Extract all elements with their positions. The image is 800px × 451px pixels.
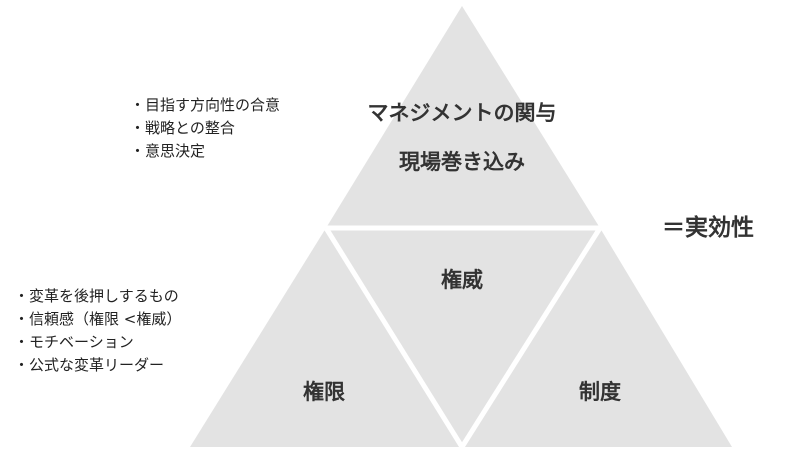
- separator-left-diagonal: [323, 226, 465, 449]
- separator-right-diagonal: [459, 226, 603, 449]
- top-notes-list: ・目指す方向性の合意 ・戦略との整合 ・意思決定: [130, 94, 280, 163]
- top-triangle-label-line2: 現場巻き込み: [399, 150, 525, 174]
- right-triangle-label: 制度: [579, 380, 621, 404]
- left-triangle: [190, 228, 462, 447]
- left-triangle-label: 権限: [303, 380, 345, 404]
- top-triangle: [326, 6, 600, 228]
- triangle-separators: [323, 225, 603, 449]
- bottom-note-item: ・モチベーション: [14, 333, 134, 351]
- right-triangle: [462, 228, 732, 447]
- top-note-item: ・意思決定: [130, 142, 206, 160]
- bottom-notes-list: ・変革を後押しするもの ・信頼感（権限 <権威） ・モチベーション ・公式な変革…: [14, 285, 181, 377]
- center-triangle: [326, 228, 600, 447]
- bottom-note-item: ・公式な変革リーダー: [14, 356, 165, 374]
- top-triangle-label-line1: マネジメントの関与: [367, 101, 557, 125]
- bottom-note-item: ・変革を後押しするもの: [14, 287, 179, 305]
- result-label: ＝実効性: [662, 215, 754, 241]
- bottom-note-item: ・信頼感（権限 <権威）: [14, 310, 182, 328]
- top-note-item: ・目指す方向性の合意: [130, 96, 281, 114]
- center-triangle-label: 権威: [441, 268, 483, 292]
- top-note-item: ・戦略との整合: [130, 119, 235, 137]
